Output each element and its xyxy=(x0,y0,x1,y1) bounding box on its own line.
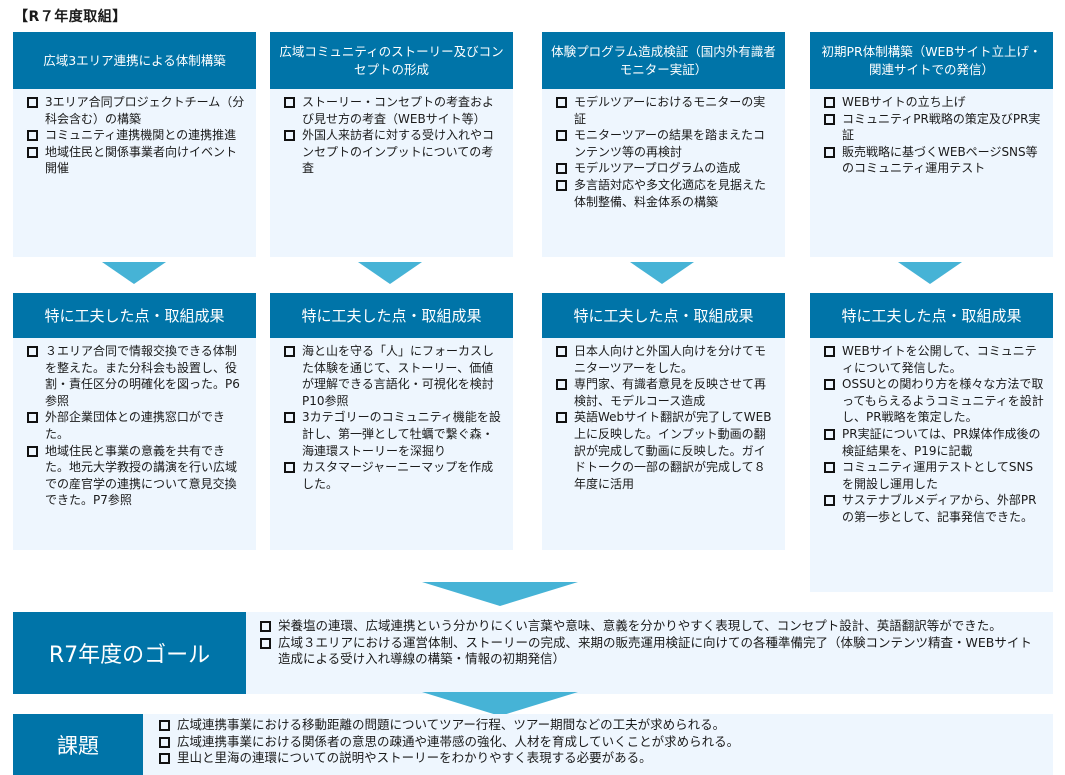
column-structure: 広域3エリア連携による体制構築 3エリア合同プロジェクトチーム（分科会含む）の構… xyxy=(13,32,256,257)
list-item: モデルツアーにおけるモニターの実証 xyxy=(554,94,777,127)
list-item: 広域連携事業における移動距離の問題についてツアー行程、ツアー期間などの工夫が求め… xyxy=(157,717,1043,734)
down-arrow-icon xyxy=(358,262,422,284)
goal-label: R7年度のゴール xyxy=(13,612,246,694)
issues-body: 広域連携事業における移動距離の問題についてツアー行程、ツアー期間などの工夫が求め… xyxy=(143,714,1053,775)
result-column-program: 特に工夫した点・取組成果 日本人向けと外国人向けを分けてモニターツアーをした。 … xyxy=(542,293,785,550)
list-item: 3エリア合同プロジェクトチーム（分科会含む）の構築 xyxy=(25,94,248,127)
result-column-story: 特に工夫した点・取組成果 海と山を守る「人」にフォーカスした体験を通じて、ストー… xyxy=(270,293,513,550)
result-column-pr: 特に工夫した点・取組成果 WEBサイトを公開して、コミュニティについて発信した。… xyxy=(810,293,1053,592)
column-story: 広域コミュニティのストーリー及びコンセプトの形成 ストーリー・コンセプトの考査お… xyxy=(270,32,513,257)
list-item: モデルツアープログラムの造成 xyxy=(554,160,777,177)
down-arrow-icon xyxy=(630,262,694,284)
list-item: 外部企業団体との連携窓口ができた。 xyxy=(25,409,248,442)
down-arrow-icon xyxy=(422,582,578,606)
list-item: サステナブルメディアから、外部PRの第一歩として、記事発信できた。 xyxy=(822,492,1045,525)
list-item: 広域連携事業における関係者の意思の疎通や連帯感の強化、人材を育成していくことが求… xyxy=(157,734,1043,751)
list-item: 英語Webサイト翻訳が完了してWEB上に反映した。インプット動画の翻訳が完成して… xyxy=(554,409,777,492)
list-item: OSSUとの関わり方を様々な方法で取ってもらえるようコミュニティを設計し、PR戦… xyxy=(822,376,1045,426)
result-heading: 特に工夫した点・取組成果 xyxy=(542,293,785,338)
list-item: 日本人向けと外国人向けを分けてモニターツアーをした。 xyxy=(554,343,777,376)
goal-body: 栄養塩の連環、広域連携という分かりにくい言葉や意味、意義を分かりやすく表現して、… xyxy=(246,612,1053,694)
result-body: ３エリア合同で情報交換できる体制を整えた。また分科会も設置し、役割・責任区分の明… xyxy=(13,338,256,550)
column-heading: 広域コミュニティのストーリー及びコンセプトの形成 xyxy=(270,32,513,89)
list-item: WEBサイトを公開して、コミュニティについて発信した。 xyxy=(822,343,1045,376)
result-column-structure: 特に工夫した点・取組成果 ３エリア合同で情報交換できる体制を整えた。また分科会も… xyxy=(13,293,256,550)
result-body: 日本人向けと外国人向けを分けてモニターツアーをした。 専門家、有識者意見を反映さ… xyxy=(542,338,785,550)
down-arrow-icon xyxy=(422,692,578,716)
result-heading: 特に工夫した点・取組成果 xyxy=(810,293,1053,338)
down-arrow-icon xyxy=(898,262,962,284)
list-item: 地域住民と事業の意義を共有できた。地元大学教授の講演を行い広域での産官学の連携に… xyxy=(25,443,248,509)
list-item: モニターツアーの結果を踏まえたコンテンツ等の再検討 xyxy=(554,127,777,160)
column-body: モデルツアーにおけるモニターの実証 モニターツアーの結果を踏まえたコンテンツ等の… xyxy=(542,89,785,257)
list-item: 広域３エリアにおける運営体制、ストーリーの完成、来期の販売運用検証に向けての各種… xyxy=(258,635,1043,668)
list-item: コミュニティ連携機関との連携推進 xyxy=(25,127,248,144)
issues-label: 課題 xyxy=(13,714,143,775)
down-arrow-icon xyxy=(102,262,166,284)
list-item: 地域住民と関係事業者向けイベント開催 xyxy=(25,144,248,177)
result-body: WEBサイトを公開して、コミュニティについて発信した。 OSSUとの関わり方を様… xyxy=(810,338,1053,592)
list-item: 多言語対応や多文化適応を見据えた体制整備、料金体系の構築 xyxy=(554,177,777,210)
column-pr: 初期PR体制構築（WEBサイト立上げ・関連サイトでの発信） WEBサイトの立ち上… xyxy=(810,32,1053,257)
list-item: 3カテゴリーのコミュニティ機能を設計し、第一弾として牡蠣で繋ぐ森・海連環ストーリ… xyxy=(282,409,505,459)
column-heading: 広域3エリア連携による体制構築 xyxy=(13,32,256,89)
list-item: WEBサイトの立ち上げ xyxy=(822,94,1045,111)
section-title: 【R７年度取組】 xyxy=(14,9,127,25)
result-heading: 特に工夫した点・取組成果 xyxy=(13,293,256,338)
list-item: カスタマージャーニーマップを作成した。 xyxy=(282,459,505,492)
list-item: ストーリー・コンセプトの考査および見せ方の考査（WEBサイト等） xyxy=(282,94,505,127)
list-item: 専門家、有識者意見を反映させて再検討、モデルコース造成 xyxy=(554,376,777,409)
list-item: コミュニティPR戦略の策定及びPR実証 xyxy=(822,111,1045,144)
list-item: 海と山を守る「人」にフォーカスした体験を通じて、ストーリー、価値が理解できる言語… xyxy=(282,343,505,409)
result-body: 海と山を守る「人」にフォーカスした体験を通じて、ストーリー、価値が理解できる言語… xyxy=(270,338,513,550)
result-heading: 特に工夫した点・取組成果 xyxy=(270,293,513,338)
column-heading: 体験プログラム造成検証（国内外有識者モニター実証） xyxy=(542,32,785,89)
list-item: ３エリア合同で情報交換できる体制を整えた。また分科会も設置し、役割・責任区分の明… xyxy=(25,343,248,409)
list-item: 栄養塩の連環、広域連携という分かりにくい言葉や意味、意義を分かりやすく表現して、… xyxy=(258,618,1043,635)
list-item: コミュニティ運用テストとしてSNSを開設し運用した xyxy=(822,459,1045,492)
list-item: 外国人来訪者に対する受け入れやコンセプトのインプットについての考査 xyxy=(282,127,505,177)
column-body: ストーリー・コンセプトの考査および見せ方の考査（WEBサイト等） 外国人来訪者に… xyxy=(270,89,513,257)
column-program: 体験プログラム造成検証（国内外有識者モニター実証） モデルツアーにおけるモニター… xyxy=(542,32,785,257)
column-body: 3エリア合同プロジェクトチーム（分科会含む）の構築 コミュニティ連携機関との連携… xyxy=(13,89,256,257)
column-body: WEBサイトの立ち上げ コミュニティPR戦略の策定及びPR実証 販売戦略に基づく… xyxy=(810,89,1053,257)
list-item: 里山と里海の連環についての説明やストーリーをわかりやすく表現する必要がある。 xyxy=(157,750,1043,767)
column-heading: 初期PR体制構築（WEBサイト立上げ・関連サイトでの発信） xyxy=(810,32,1053,89)
list-item: PR実証については、PR媒体作成後の検証結果を、P19に記載 xyxy=(822,426,1045,459)
list-item: 販売戦略に基づくWEBページSNS等のコミュニティ運用テスト xyxy=(822,144,1045,177)
